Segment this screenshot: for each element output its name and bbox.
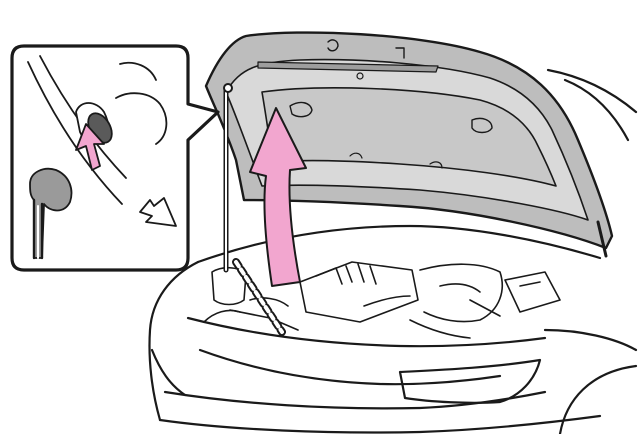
lift-arrow-shape	[249, 107, 307, 287]
hood-support-rod	[223, 83, 608, 336]
right-fender-outline	[543, 328, 638, 352]
lift-direction-arrow	[249, 107, 307, 287]
right-wheel-arch	[558, 364, 638, 434]
engine-bay-front-rim	[186, 316, 547, 348]
inset-rod-end	[29, 167, 73, 259]
left-headlight-outline	[150, 348, 187, 397]
hood	[204, 31, 614, 250]
car-body	[148, 68, 638, 434]
left-fender-outline	[148, 260, 200, 422]
grille-line	[198, 348, 502, 386]
battery-box	[504, 271, 561, 313]
bumper-upper-line	[163, 390, 547, 410]
engine-cover	[299, 261, 419, 323]
engine-components	[203, 261, 561, 339]
engine-bay-rim	[196, 224, 602, 264]
headlight-outline	[398, 358, 542, 404]
air-intake	[419, 263, 504, 323]
windshield-line	[563, 78, 630, 142]
rod-retainer-clip-inset	[10, 44, 220, 272]
reservoir	[211, 266, 247, 306]
inset-outline-arrow	[139, 197, 177, 227]
inset-pink-arrow	[75, 123, 105, 171]
windshield-line-2	[546, 68, 638, 114]
front-bumper-outline	[158, 414, 602, 434]
